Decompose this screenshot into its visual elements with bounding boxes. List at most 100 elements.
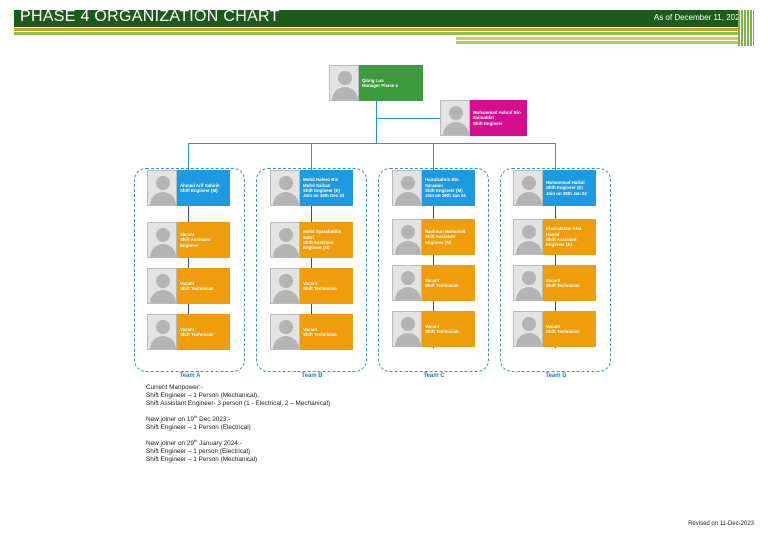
member-card: Vacant Shift Technician [422, 265, 475, 301]
notes-joiner2-line: Shift Engineer – 1 person (Electrical) [146, 448, 251, 455]
shift-engineer-card: Muhammad Ashraf Bin Zainuddin Shift Engi… [470, 100, 527, 136]
team-b-member: Mohd Syarafuddin Sabri Shift Assistant E… [270, 222, 353, 258]
header-stripes [738, 10, 754, 46]
connector-team-c [433, 143, 434, 171]
connector-team-horizontal [188, 143, 556, 144]
shift-engineer-name: Muhammad Ashraf Bin Zainuddin [473, 109, 521, 121]
member-card: Vacant Shift Technician [177, 268, 230, 304]
header-bar [14, 10, 754, 27]
avatar [392, 170, 422, 206]
accent-bar-gold [14, 28, 738, 31]
avatar [147, 222, 177, 258]
member-name: Vacant [180, 231, 195, 237]
notes-current-heading: Current Manpower:- [146, 384, 203, 391]
member-card: Khairularam Abd Hamid Shift Assistant En… [543, 219, 596, 255]
member-card: Mohd Hafeez Bin Mohd Saiban Shift Engine… [300, 170, 353, 206]
team-a-box [134, 168, 245, 372]
member-name: Khairularam Abd Hamid [546, 226, 582, 237]
avatar [513, 311, 543, 347]
manager-role: Manager Phase 4 [362, 83, 398, 88]
member-name: Vacant [425, 323, 440, 329]
member-join-date: Join on 19th Dec 23 [303, 193, 345, 199]
member-name: Vacant [303, 280, 318, 286]
member-role: Shift Engineer (M) [425, 188, 463, 193]
member-name: Mohd Hafeez Bin Mohd Saiban [303, 177, 339, 188]
team-c-member: Hairulzahrin Bin Sarawan Shift Engineer … [392, 170, 475, 206]
member-join-date: Join on 29th Jan 24 [425, 193, 466, 199]
notes-joiner1-heading: New joiner on 19th Dec 2023:- [146, 413, 231, 423]
member-role: Shift Assistant Engineer [180, 237, 211, 248]
member-card: Vacant Shift Technician [543, 311, 596, 347]
member-card: Mohd Syarafuddin Sabri Shift Assistant E… [300, 222, 353, 258]
member-card: Vacant Shift Assistant Engineer [177, 222, 230, 258]
avatar [270, 170, 300, 206]
member-name: Rashnun Mohamed [425, 228, 466, 234]
member-card: Hairulzahrin Bin Sarawan Shift Engineer … [422, 170, 475, 206]
member-role: Shift Assistant Engineer (E) [546, 237, 577, 248]
avatar [270, 222, 300, 258]
member-join-date: Join on 29th Jan 24 [546, 190, 587, 196]
member-card: Vacant Shift Technician [300, 314, 353, 350]
avatar [513, 265, 543, 301]
member-role: Shift Engineer (E) [546, 185, 583, 191]
member-name: Vacant [180, 280, 195, 286]
team-b-member: Mohd Hafeez Bin Mohd Saiban Shift Engine… [270, 170, 353, 206]
connector-engineer [376, 118, 440, 119]
manager-card: Qiang Luo Manager Phase 4 [359, 65, 423, 101]
member-role: Shift Technician [425, 329, 459, 334]
manager-node: Qiang Luo Manager Phase 4 [329, 65, 423, 101]
shift-engineer-role: Shift Engineer [473, 120, 503, 126]
member-role: Shift Technician [180, 286, 214, 291]
connector-team-b [311, 143, 312, 171]
manpower-notes: Current Manpower:- Shift Engineer – 1 Pe… [146, 384, 330, 464]
team-a-member: Vacant Shift Technician [147, 314, 230, 350]
member-name: Vacant [425, 277, 440, 283]
accent-bar-gold-short [456, 37, 738, 40]
team-a-label: Team A [179, 373, 201, 379]
avatar [147, 170, 177, 206]
connector-team-a [188, 143, 189, 171]
member-role: Shift Engineer (M) [180, 188, 218, 193]
team-d-member: Muhammad Haikal Shift Engineer (E) Join … [513, 170, 596, 206]
team-a-member: Vacant Shift Assistant Engineer [147, 222, 230, 258]
member-card: Rashnun Mohamed Shift Assistant Engineer… [422, 219, 475, 255]
team-c-member: Vacant Shift Technician [392, 265, 475, 301]
avatar [440, 100, 470, 136]
team-b-label: Team B [301, 373, 323, 379]
avatar [270, 268, 300, 304]
member-name: Vacant [546, 323, 561, 329]
accent-bar-green-short [456, 41, 738, 44]
avatar [147, 314, 177, 350]
team-d-box [500, 168, 611, 372]
avatar [392, 219, 422, 255]
as-of-date: As of December 11, 2023 [653, 13, 744, 22]
connector-team-d [555, 143, 556, 171]
team-d-member: Vacant Shift Technician [513, 265, 596, 301]
team-c-box [378, 168, 489, 372]
connector-manager-down [376, 100, 377, 144]
team-b-box [256, 168, 367, 372]
member-name: Mohd Syarafuddin Sabri [303, 229, 342, 240]
avatar [270, 314, 300, 350]
member-role: Shift Technician [303, 332, 337, 337]
member-role: Shift Assistant Engineer (M) [425, 234, 456, 245]
avatar [513, 219, 543, 255]
notes-joiner2-line: Shift Engineer – 1 Person (Mechanical) [146, 456, 258, 463]
team-b-member: Vacant Shift Technician [270, 268, 353, 304]
accent-bar-lime [14, 32, 738, 35]
shift-engineer-node: Muhammad Ashraf Bin Zainuddin Shift Engi… [440, 100, 527, 136]
member-role: Shift Technician [180, 332, 214, 337]
team-a-member: Ahmad Arif Sabirin Shift Engineer (M) [147, 170, 230, 206]
avatar [392, 311, 422, 347]
member-card: Vacant Shift Technician [300, 268, 353, 304]
manager-name: Qiang Luo [362, 77, 384, 83]
notes-joiner2-heading: New joiner on 29th January 2024:- [146, 437, 242, 447]
member-role: Shift Technician [546, 329, 580, 334]
member-name: Ahmad Arif Sabirin [180, 182, 220, 188]
notes-joiner1-line: Shift Engineer – 1 Person (Electrical) [146, 424, 251, 431]
team-d-member: Vacant Shift Technician [513, 311, 596, 347]
member-name: Vacant [180, 326, 195, 332]
member-card: Ahmad Arif Sabirin Shift Engineer (M) [177, 170, 230, 206]
team-c-label: Team C [423, 373, 445, 379]
page-title: PHASE 4 ORGANIZATION CHART [20, 8, 280, 25]
